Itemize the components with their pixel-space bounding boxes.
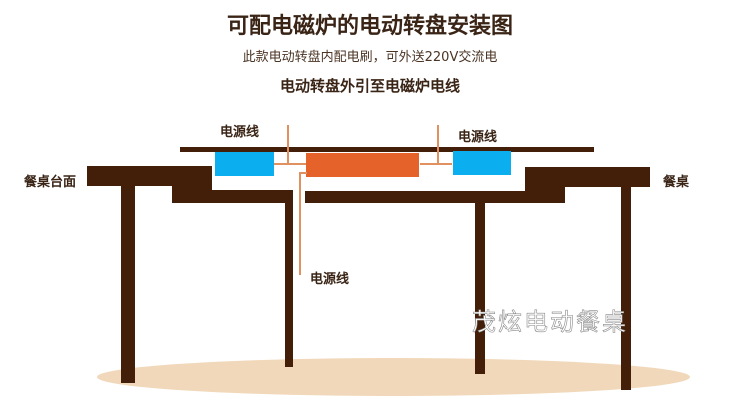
turntable-motor — [306, 153, 419, 177]
table-top-right-step — [525, 187, 565, 203]
wire-left-horizontal — [274, 163, 306, 165]
label-table-top: 餐桌台面 — [24, 175, 77, 190]
wire-down-vertical — [299, 173, 301, 275]
table-top-right — [525, 167, 650, 187]
wire-down-horizontal — [299, 172, 307, 174]
wire-right-vertical — [437, 125, 439, 165]
wire-left-vertical — [287, 125, 289, 165]
leg-right-inner — [475, 203, 485, 374]
leg-left-outer — [121, 186, 135, 383]
leg-right-outer — [621, 187, 631, 390]
label-power-cord-right: 电源线 — [458, 130, 498, 145]
turntable-top-plate — [180, 147, 594, 152]
wire-right-horizontal — [420, 163, 452, 165]
floor-shadow — [97, 358, 690, 396]
diagram-headline: 电动转盘外引至电磁炉电线 — [279, 77, 460, 95]
table-top-left — [87, 166, 212, 186]
table-frame-left — [172, 190, 293, 203]
label-power-cord-left: 电源线 — [220, 125, 260, 140]
page-subtitle: 此款电动转盘内配电刷，可外送220V交流电 — [242, 50, 498, 65]
table-frame-center — [305, 191, 565, 203]
page-title: 可配电磁炉的电动转盘安装图 — [226, 14, 513, 39]
label-power-cord-bottom: 电源线 — [310, 272, 350, 287]
induction-cooker-left — [215, 152, 274, 176]
label-table: 餐桌 — [663, 175, 690, 190]
induction-cooker-right — [453, 151, 511, 175]
leg-left-inner — [285, 203, 293, 367]
watermark: 茂炫电动餐桌 — [472, 308, 628, 337]
